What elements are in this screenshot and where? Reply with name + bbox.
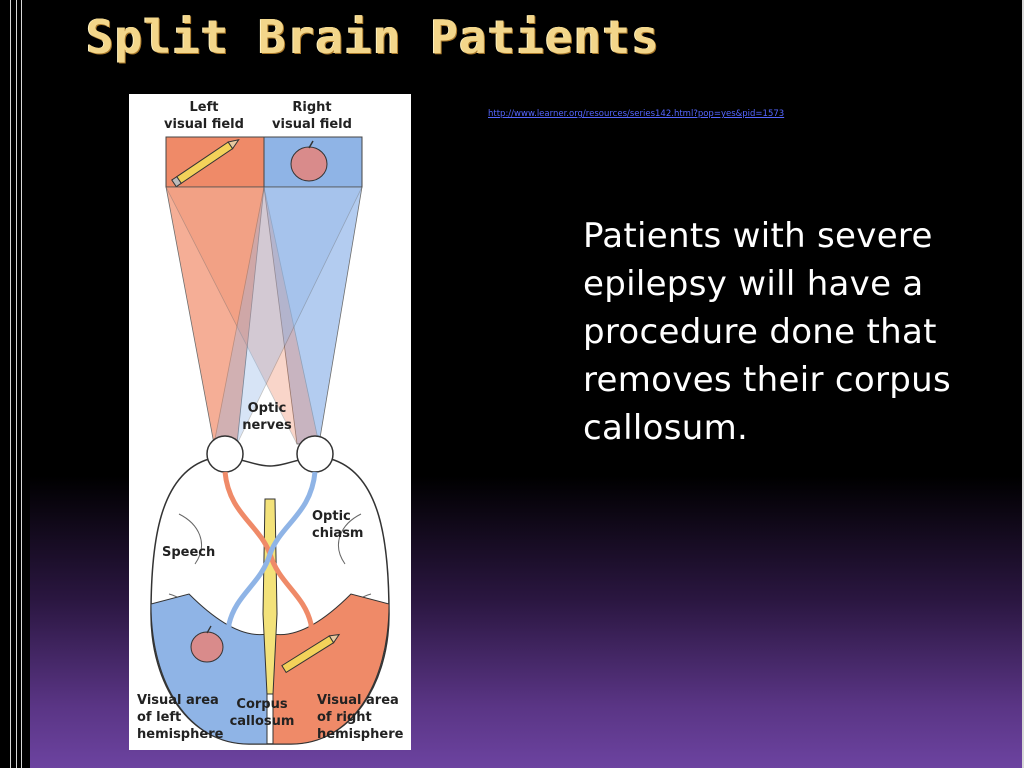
- right-eye: [296, 435, 334, 473]
- label-visual-left-2: of left: [137, 710, 181, 725]
- apple-icon: [290, 140, 328, 182]
- source-link[interactable]: http://www.learner.org/resources/series1…: [488, 109, 785, 119]
- label-optic-nerves-2: nerves: [242, 418, 292, 433]
- diagram-svg: Left visual field Right visual field Opt…: [137, 100, 404, 745]
- label-right-field-2: visual field: [272, 117, 352, 132]
- label-visual-right-3: hemisphere: [317, 727, 404, 742]
- label-left-field-2: visual field: [164, 117, 244, 132]
- slide-right-line: [1022, 0, 1024, 768]
- label-speech: Speech: [162, 545, 215, 560]
- right-visual-area: [272, 593, 390, 745]
- left-visual-area: [150, 593, 268, 745]
- pencil-icon: [171, 138, 240, 188]
- slide-side-lines: [0, 0, 30, 768]
- corpus-callosum: [262, 498, 278, 695]
- label-optic-chiasm-1: Optic: [312, 509, 351, 524]
- label-visual-right-2: of right: [317, 710, 372, 725]
- split-brain-diagram: Left visual field Right visual field Opt…: [129, 94, 411, 750]
- body-text: Patients with severe epilepsy will have …: [583, 216, 951, 448]
- left-eye: [206, 435, 244, 473]
- label-left-field-1: Left: [190, 100, 219, 115]
- label-corpus-1: Corpus: [236, 697, 287, 712]
- apple-brain-icon: [190, 625, 224, 663]
- optic-pathway-right: [226, 471, 318, 654]
- label-visual-left-3: hemisphere: [137, 727, 224, 742]
- pencil-brain-icon: [281, 633, 341, 674]
- label-right-field-1: Right: [292, 100, 331, 115]
- label-corpus-2: callosum: [230, 714, 295, 729]
- label-visual-right-1: Visual area: [317, 693, 399, 708]
- label-optic-chiasm-2: chiasm: [312, 526, 363, 541]
- label-optic-nerves-1: Optic: [248, 401, 287, 416]
- slide-title: Split Brain Patients: [86, 10, 660, 64]
- label-visual-left-1: Visual area: [137, 693, 219, 708]
